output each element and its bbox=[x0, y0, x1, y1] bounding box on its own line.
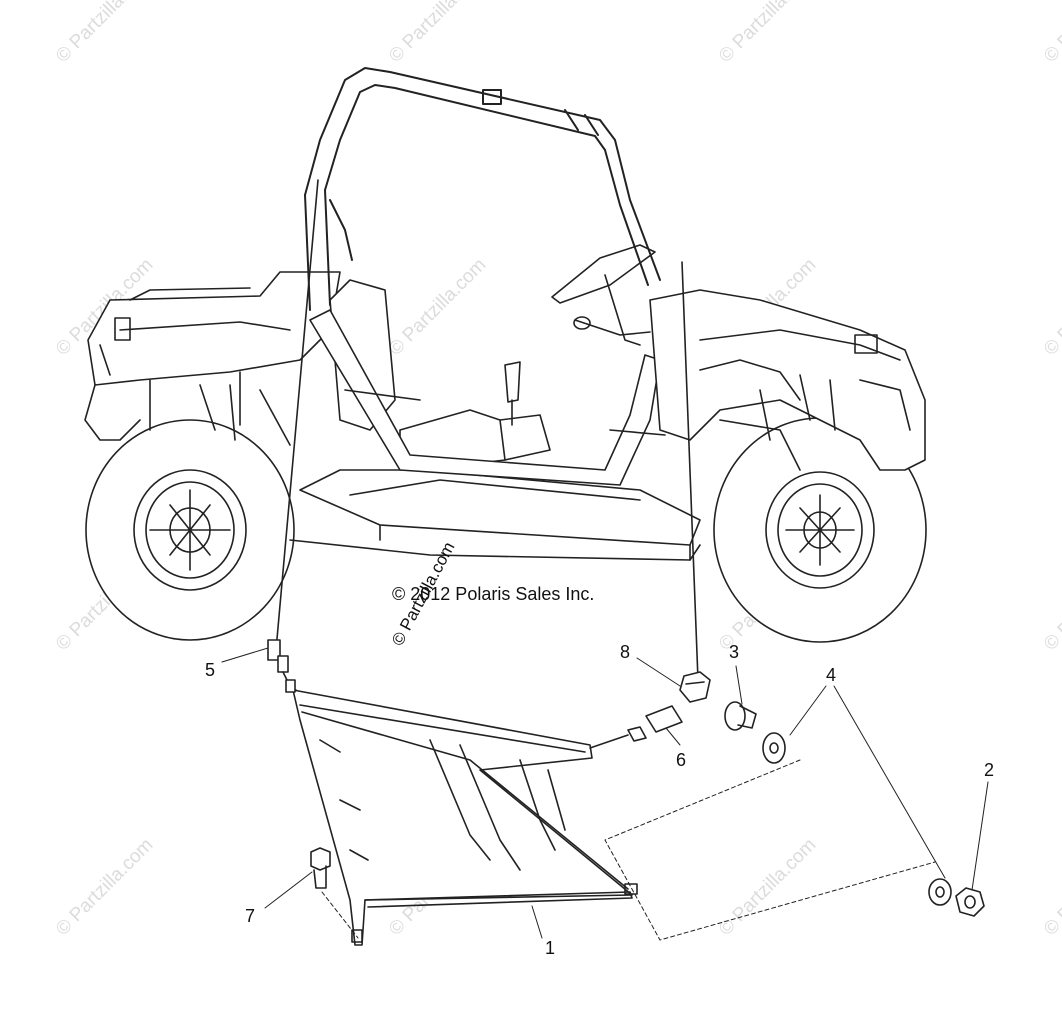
callout-3: 3 bbox=[729, 642, 740, 662]
callout-leader-lines bbox=[221, 647, 989, 939]
door-net-frame bbox=[292, 689, 638, 946]
clip-8 bbox=[679, 671, 711, 703]
rivet-3 bbox=[724, 701, 757, 731]
callout-2: 2 bbox=[984, 760, 995, 780]
bolt-7 bbox=[310, 847, 331, 889]
callout-8: 8 bbox=[620, 642, 631, 662]
strap-clip-5 bbox=[267, 639, 297, 693]
assembly-dashed-lines bbox=[321, 759, 936, 941]
callout-5: 5 bbox=[205, 660, 216, 680]
chassis bbox=[289, 469, 701, 561]
door-sill bbox=[309, 309, 666, 486]
front-body bbox=[649, 289, 926, 471]
copyright-text: © 2012 Polaris Sales Inc. bbox=[392, 584, 595, 604]
callout-7: 7 bbox=[245, 906, 256, 926]
roll-cage bbox=[304, 67, 661, 311]
strap-buckle-6 bbox=[589, 705, 683, 749]
nut-2 bbox=[955, 887, 985, 917]
seat bbox=[329, 279, 551, 471]
callout-1: 1 bbox=[545, 938, 556, 958]
shift-lever bbox=[504, 361, 521, 426]
callout-4: 4 bbox=[826, 665, 837, 685]
rear-wheel bbox=[85, 419, 295, 641]
front-wheel bbox=[713, 417, 927, 643]
front-suspension bbox=[759, 374, 836, 441]
washer-4 bbox=[762, 732, 952, 906]
net-tether-line bbox=[275, 179, 699, 681]
callout-6: 6 bbox=[676, 750, 687, 770]
steering-wheel bbox=[551, 244, 656, 346]
rear-suspension bbox=[199, 384, 291, 446]
